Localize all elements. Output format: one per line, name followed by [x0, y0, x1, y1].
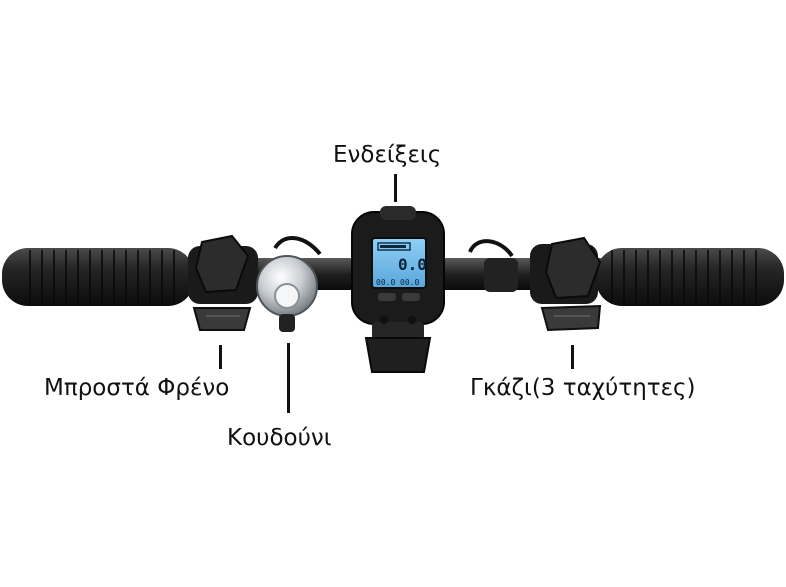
leader-line-bell [287, 343, 290, 413]
label-front-brake: Μπροστά Φρένο [44, 375, 230, 401]
display-button-right[interactable] [402, 293, 420, 301]
label-throttle: Γκάζι(3 ταχύτητες) [470, 375, 696, 401]
lcd-speed: 0.0 [398, 255, 427, 274]
display-button-left[interactable] [378, 293, 396, 301]
bell [256, 236, 322, 332]
label-bell: Κουδούνι [227, 425, 332, 451]
lcd-reading-right: 00.0 [400, 278, 419, 287]
label-display: Ενδείξεις [333, 142, 442, 168]
right-grip [596, 248, 784, 306]
left-grip [2, 248, 194, 306]
leader-line-front-brake [219, 345, 222, 369]
front-brake-lever [188, 234, 258, 331]
lcd-reading-left: 00.0 [376, 278, 395, 287]
battery-icon [377, 242, 411, 251]
display-unit: 0.0 00.0 00.0 [351, 206, 445, 373]
leader-line-display [394, 174, 397, 202]
throttle-lever [468, 236, 602, 332]
leader-line-throttle [571, 345, 574, 369]
